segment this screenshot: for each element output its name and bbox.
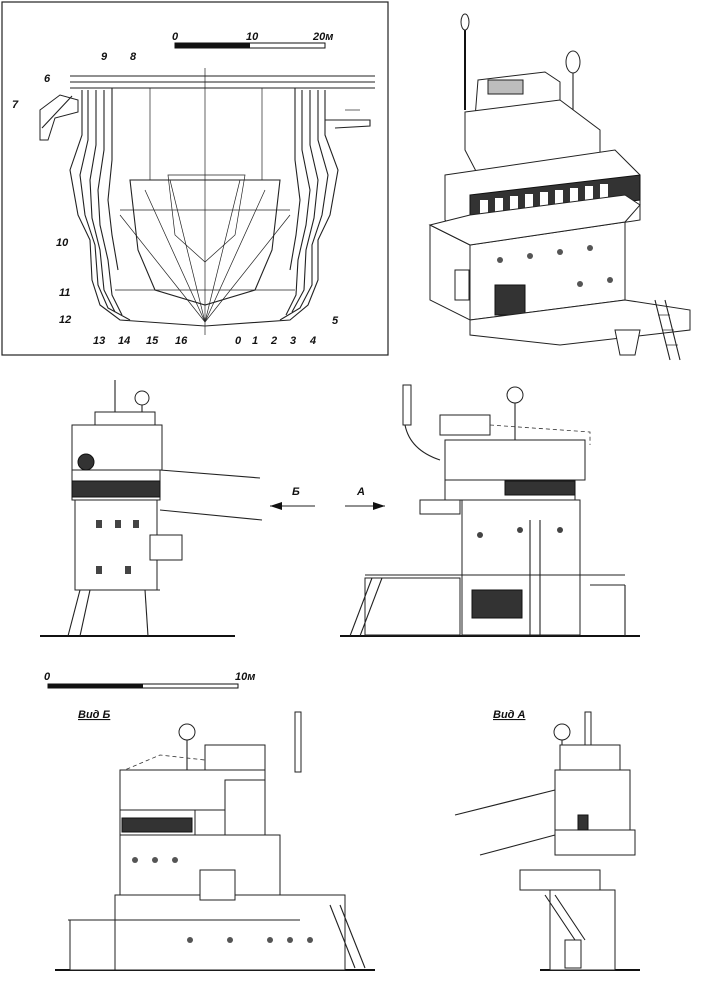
arrow-label-b: Б [292, 486, 300, 498]
frame-label-5: 5 [332, 315, 339, 327]
frame-label-15: 15 [146, 335, 159, 347]
frame-label-3: 3 [290, 335, 296, 347]
frame-label-7: 7 [12, 99, 19, 111]
scale-tick-20m: 20м [312, 31, 333, 43]
frame-label-6: 6 [44, 73, 51, 85]
frame-label-0: 0 [235, 335, 242, 347]
body-plan-panel: 0 10 20м [1, 1, 389, 356]
scale-bar-10m: 0 10м [44, 671, 255, 689]
front-elevation-view [40, 380, 263, 637]
frame-label-2: 2 [270, 335, 277, 347]
frame-label-4: 4 [309, 335, 316, 347]
frame-label-16: 16 [175, 335, 188, 347]
view-b: Вид Б [55, 709, 375, 971]
frame-label-8: 8 [130, 51, 137, 63]
body-plan-frames [39, 68, 375, 335]
scale-tick-10: 10 [246, 31, 259, 43]
view-a-title: Вид А [493, 709, 526, 721]
frame-label-13: 13 [93, 335, 105, 347]
scale-tick-0: 0 [172, 31, 179, 43]
arrow-label-a: А [356, 486, 365, 498]
frame-label-14: 14 [118, 335, 130, 347]
view-b-title: Вид Б [78, 709, 111, 721]
frame-label-12: 12 [59, 314, 71, 326]
side-elevation-view [340, 384, 640, 637]
scale10-tick-0: 0 [44, 671, 51, 683]
body-plan-scale-bar: 0 10 20м [172, 31, 333, 49]
view-a: Вид А [454, 709, 640, 971]
frame-label-10: 10 [56, 237, 69, 249]
isometric-superstructure-view [428, 13, 691, 361]
frame-label-11: 11 [59, 287, 70, 299]
scale10-tick-10m: 10м [235, 671, 255, 683]
frame-label-1: 1 [252, 335, 258, 347]
frame-number-labels: 6 7 8 9 10 11 12 13 14 15 16 0 1 2 3 4 5 [12, 51, 339, 347]
frame-label-9: 9 [101, 51, 108, 63]
view-direction-arrows: Б А [270, 486, 385, 510]
